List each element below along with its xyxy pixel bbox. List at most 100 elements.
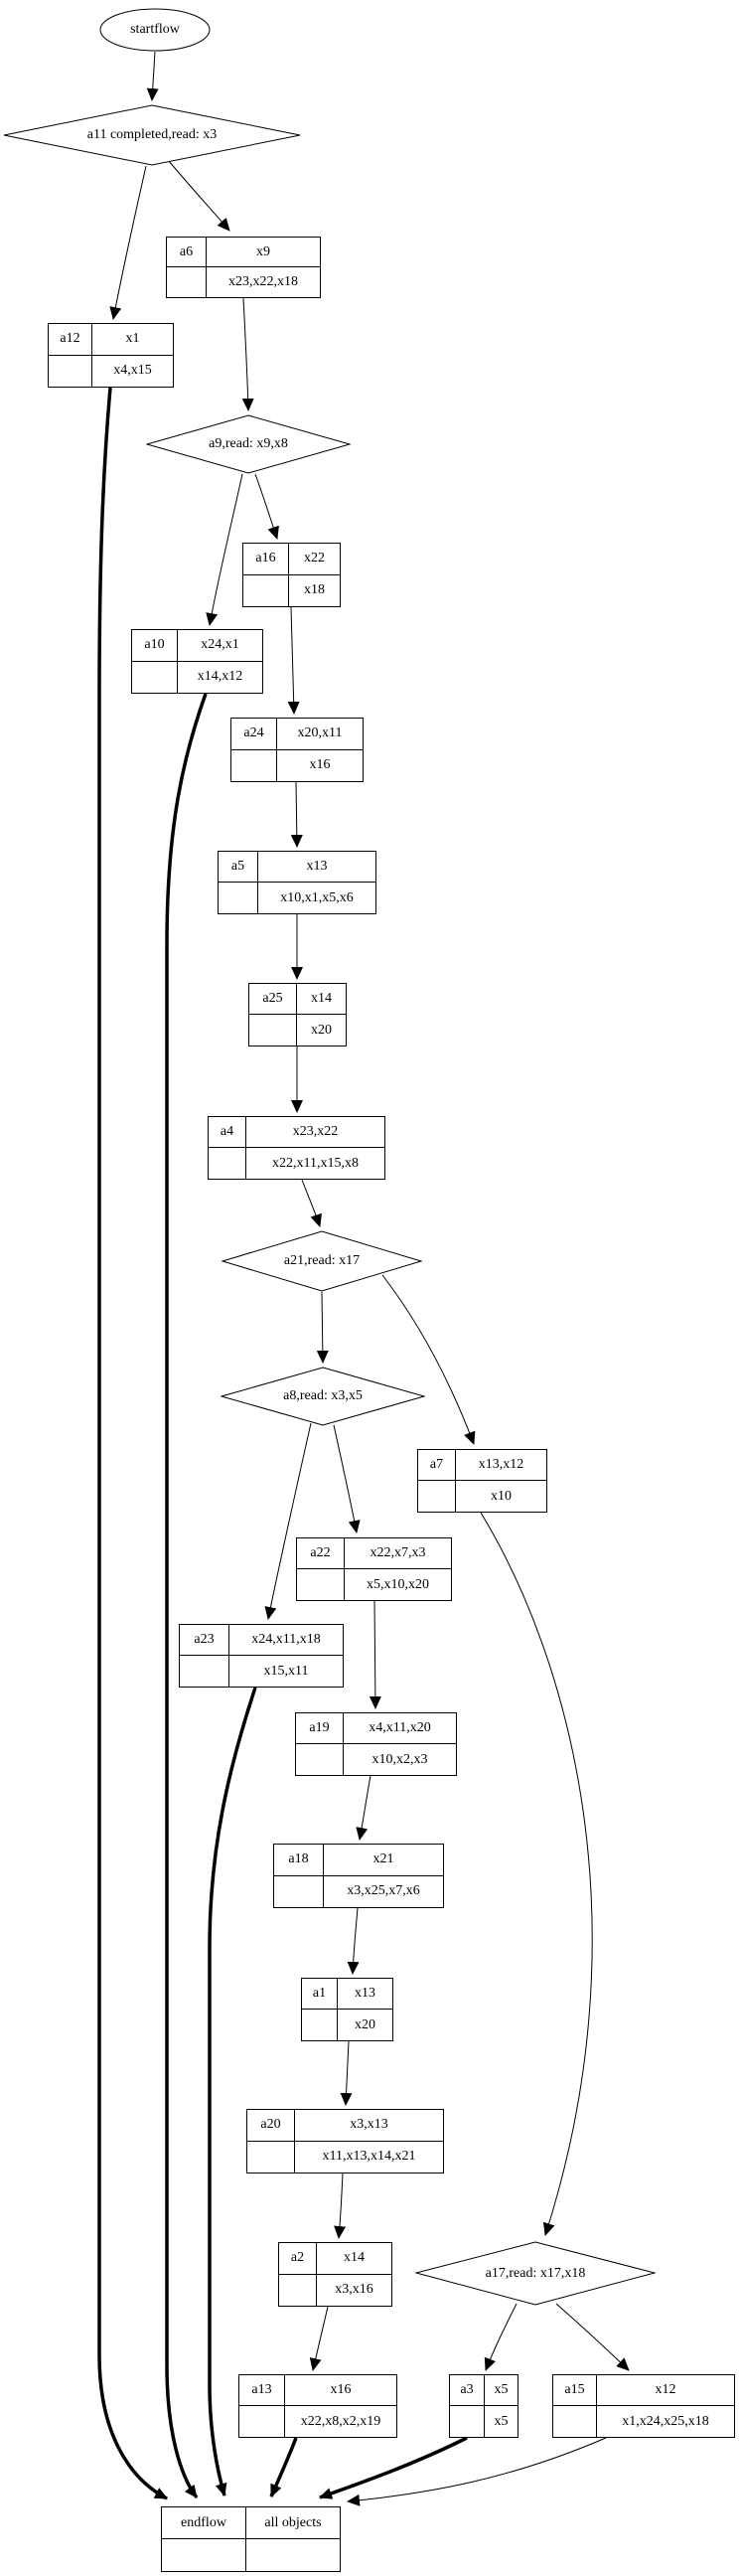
edge-a8-a23 [264,1422,312,1620]
node-a19-blank [296,1744,344,1775]
node-startflow-label: startflow [130,22,180,37]
node-a15: a15 x12 x1,x24,x25,x18 [552,2374,735,2438]
node-a5: a5 x13 x10,x1,x5,x6 [218,851,376,914]
node-a18: a18 x21 x3,x25,x7,x6 [273,1844,444,1908]
node-a20: a20 x3,x13 x11,x13,x14,x21 [246,2109,444,2174]
node-a15-blank [553,2406,597,2437]
edge-a22-a19 [369,1600,381,1709]
node-a25-id: a25 [249,984,297,1015]
node-a22-id: a22 [297,1538,345,1569]
diamond-shape [222,1230,422,1292]
edge-a4-a21 [301,1179,322,1227]
node-a4-id: a4 [209,1117,246,1148]
node-a10-blank [132,661,178,693]
node-a9-label: a9,read: x9,x8 [209,436,288,451]
node-a16-top-row: x22 [289,544,340,575]
node-endflow-top-row: all objects [246,2507,340,2539]
node-a16-id: a16 [243,544,289,575]
node-a3: a3 x5 x5 [449,2374,519,2438]
node-a4: a4 x23,x22 x22,x11,x15,x8 [208,1116,385,1180]
node-a19: a19 x4,x11,x20 x10,x2,x3 [295,1712,457,1776]
node-a10-id: a10 [132,630,178,662]
diamond-shape [3,104,301,166]
node-a24-blank [231,749,277,781]
diamond-shape [415,2241,656,2306]
node-a7: a7 x13,x12 x10 [417,1449,547,1513]
edge-a17-a15 [555,2303,630,2371]
node-a13-top-row: x16 [285,2375,396,2406]
edge-a19-a18 [356,1775,371,1841]
node-a6: a6 x9 x23,x22,x18 [166,237,321,298]
node-a22: a22 x22,x7,x3 x5,x10,x20 [296,1537,452,1601]
node-endflow-bottom-row [246,2539,340,2571]
node-a23-top-row: x24,x11,x18 [229,1625,343,1656]
node-a25-top-row: x14 [297,984,346,1015]
node-a22-blank [297,1569,345,1600]
node-a3-bottom-row: x5 [494,2413,509,2429]
node-a2-id: a2 [279,2243,317,2275]
node-a12-id: a12 [49,324,92,356]
node-a18-bottom-row: x3,x25,x7,x6 [347,1883,420,1899]
node-a17: a17,read: x17,x18 [415,2241,656,2306]
node-a10: a10 x24,x1 x14,x12 [131,629,263,694]
node-a1-top-row: x13 [338,1979,392,2010]
node-a18-top-row: x21 [324,1845,443,1876]
node-a7-id: a7 [418,1450,456,1481]
node-startflow: startflow [99,8,211,52]
node-a12: a12 x1 x4,x15 [48,323,174,388]
edge-a24-a5 [290,781,303,848]
node-a9: a9,read: x9,x8 [146,414,351,474]
edge-a21-a8 [316,1291,329,1364]
node-a13-id: a13 [239,2375,285,2406]
node-a4-bottom-row: x22,x11,x15,x8 [272,1155,359,1171]
node-a3-blank [450,2406,485,2437]
diamond-shape [146,414,351,474]
node-a21-label: a21,read: x17 [283,1253,361,1268]
node-a6-id: a6 [167,238,207,267]
node-a21: a21,read: x17 [222,1230,422,1292]
node-a3-id: a3 [450,2375,485,2406]
node-a8: a8,read: x3,x5 [221,1367,425,1426]
node-a10-bottom-row: x14,x12 [197,669,243,685]
node-a7-bottom-row: x10 [491,1488,512,1504]
node-a23-blank [180,1656,229,1687]
node-a22-bottom-row: x5,x10,x20 [367,1576,429,1592]
edge-a2-a13 [309,2306,329,2371]
edge-a3-endflow [319,2436,468,2499]
node-endflow-id: endflow [162,2507,246,2539]
edge-a6-a9 [241,297,254,411]
edge-a9-a10 [206,473,243,626]
node-a17-label: a17,read: x17,x18 [485,2265,586,2281]
edge-startflow-a11 [146,51,159,101]
node-a25-bottom-row: x20 [311,1022,332,1038]
edge-a12-endflow [97,387,168,2500]
node-a6-bottom-row: x23,x22,x18 [228,274,298,289]
node-a5-blank [219,883,258,913]
node-a23: a23 x24,x11,x18 x15,x11 [179,1624,344,1688]
node-a24-id: a24 [231,719,277,750]
node-a2-top-row: x14 [317,2243,391,2275]
node-a2-blank [279,2274,317,2306]
node-a22-top-row: x22,x7,x3 [345,1538,451,1569]
edge-a10-endflow [165,693,208,2499]
node-a24-top-row: x20,x11 [277,719,363,750]
node-a15-bottom-row: x1,x24,x25,x18 [622,2413,709,2429]
node-endflow: endflow all objects [161,2506,341,2572]
node-a4-blank [209,1148,246,1179]
node-a1: a1 x13 x20 [301,1978,393,2041]
node-a6-blank [167,267,207,297]
node-a8-label: a8,read: x3,x5 [283,1388,363,1403]
node-a5-id: a5 [219,852,258,883]
edge-a23-endflow [208,1687,257,2496]
node-a11: a11 completed,read: x3 [3,104,301,166]
node-a25-blank [249,1015,297,1046]
node-a2-bottom-row: x3,x16 [335,2282,373,2298]
edge-a18-a1 [347,1907,360,1975]
node-a10-top-row: x24,x1 [178,630,262,662]
edge-a16-a24 [287,606,300,715]
node-a3-top-row: x5 [485,2375,518,2406]
node-a19-id: a19 [296,1713,344,1744]
node-a5-top-row: x13 [258,852,375,883]
